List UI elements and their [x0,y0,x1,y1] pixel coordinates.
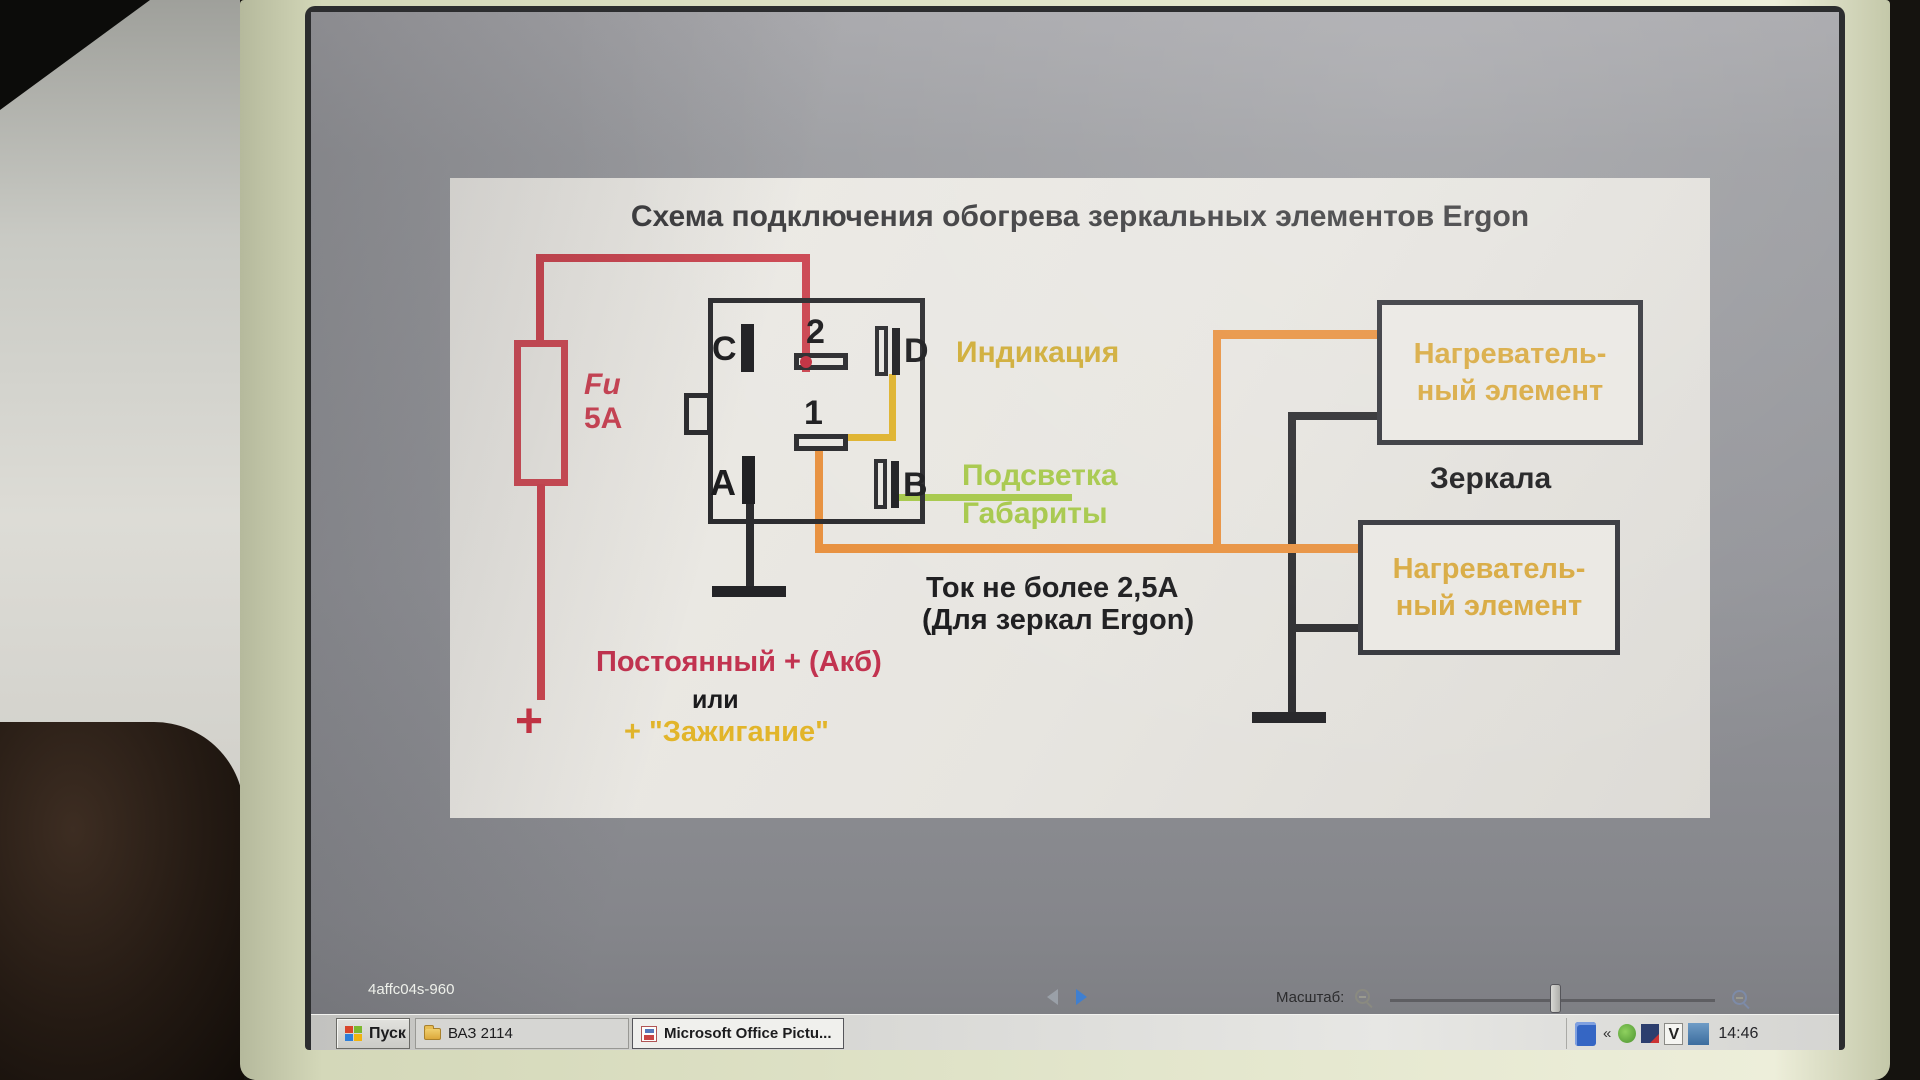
contact-b-pin [891,461,899,508]
heater-top-line1: Нагреватель- [1413,337,1607,370]
tray-antivirus-icon[interactable] [1641,1024,1660,1043]
contact-b-label: B [903,466,928,504]
windows-logo-icon [345,1025,362,1042]
label-gabarity: Габариты [962,497,1108,530]
label-current-line2: (Для зеркал Ergon) [922,604,1195,636]
zoom-slider-thumb[interactable] [1550,984,1561,1013]
ground-symbol-right [1252,712,1326,723]
label-mirrors: Зеркала [1430,462,1552,495]
tray-language-icon[interactable] [1575,1021,1596,1046]
label-indication: Индикация [956,336,1120,369]
ground-symbol-left [712,586,786,597]
zoom-out-icon[interactable] [1355,989,1370,1004]
wire-mirror-top [1288,412,1382,420]
label-backlight: Подсветка [962,459,1118,492]
taskbar-clock: 14:46 [1718,1024,1759,1042]
zoom-label: Масштаб: [1276,989,1345,1006]
heater-box-top: Нагреватель- ный элемент [1377,300,1643,445]
wire-mirror-branch [1288,624,1364,632]
contact-2-red-dot [800,356,812,368]
folder-icon [424,1024,441,1040]
wire-red-lower [537,484,545,700]
contact-c-pin [741,324,754,372]
wire-yellow-vertical [889,374,896,441]
picture-manager-icon [641,1025,657,1042]
wire-yellow-horizontal [845,434,896,441]
wire-orange-horizontal [815,544,1366,553]
wire-orange-top [1213,330,1383,339]
taskbar-task-folder[interactable]: ВАЗ 2114 [415,1018,629,1049]
previous-image-button[interactable] [1047,989,1058,1005]
contact-a-pin [742,456,755,504]
system-tray: « V 14:46 [1566,1018,1758,1049]
wire-red-horizontal [536,254,810,262]
contact-b-frame [874,459,887,509]
start-button[interactable]: Пуск [336,1018,410,1049]
heater-bottom-line2: ный элемент [1395,589,1583,622]
label-ignition: + "Зажигание" [624,716,829,748]
task-folder-label: ВАЗ 2114 [448,1025,513,1042]
dark-bag-object [0,722,244,1080]
next-image-button[interactable] [1076,989,1087,1005]
tray-overflow-button[interactable]: « [1603,1025,1612,1042]
label-current-line1: Ток не более 2,5А [926,572,1179,604]
start-button-label: Пуск [369,1024,406,1042]
contact-a-label: A [710,462,736,503]
switch-side-notch [684,393,712,435]
label-or: или [692,686,739,714]
tray-green-icon[interactable] [1618,1024,1637,1043]
wire-orange-down [815,446,823,548]
heater-top-line2: ный элемент [1416,374,1604,407]
contact-2-label: 2 [806,313,825,351]
contact-d-label: D [904,332,929,370]
taskbar-task-picture-manager[interactable]: Microsoft Office Pictu... [632,1018,844,1049]
wire-red-left-drop [536,254,544,346]
label-fuse-5a: 5A [584,402,623,435]
heater-bottom-line1: Нагреватель- [1392,552,1586,585]
contact-d-pin [892,328,900,375]
filename-label: 4affc04s-960 [368,981,455,998]
heater-box-bottom: Нагреватель- ный элемент [1358,520,1620,655]
plus-terminal: + [515,695,544,748]
task-picture-manager-label: Microsoft Office Pictu... [664,1025,832,1042]
taskbar: Пуск ВАЗ 2114 Microsoft Office Pictu... … [311,1014,1839,1050]
tray-v-icon[interactable]: V [1664,1022,1684,1045]
fuse-symbol [514,340,568,486]
contact-c-label: C [712,330,737,368]
tray-blue-square-icon[interactable] [1688,1022,1710,1045]
wire-ground-a [746,504,754,590]
contact-d-frame [875,326,888,376]
contact-1-label: 1 [804,394,823,432]
wire-red-to-contact2 [802,254,810,372]
contact-1-pin [794,434,848,451]
label-constant-plus: Постоянный + (Акб) [596,646,882,678]
wire-orange-riser [1213,336,1221,548]
label-fuse-fu: Fu [584,368,621,401]
zoom-in-icon[interactable] [1732,990,1747,1005]
wire-mirror-vertical [1288,412,1296,718]
diagram-title: Схема подключения обогрева зеркальных эл… [630,200,1530,233]
image-canvas [450,178,1710,818]
wire-green [896,494,1072,501]
